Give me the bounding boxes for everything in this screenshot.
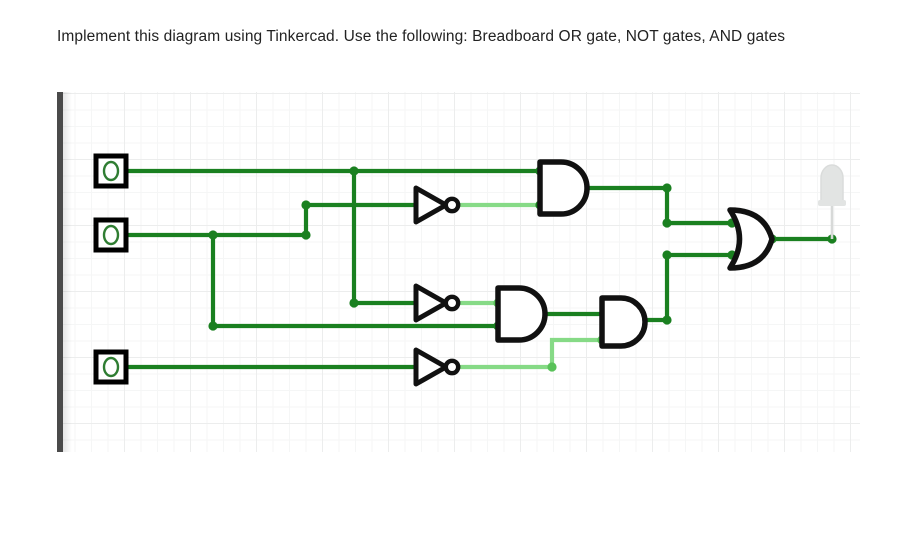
junction-dot (662, 183, 672, 193)
not-gate-bubble (443, 358, 461, 376)
and-gate-3[interactable] (599, 295, 648, 349)
not-gate-bubble (443, 294, 461, 312)
led-output[interactable] (818, 164, 846, 239)
canvas-left-rail-shadow (63, 92, 72, 452)
circuit-canvas[interactable] (57, 92, 860, 452)
switch-o-glyph (102, 356, 120, 378)
junction-dot (662, 218, 672, 228)
junction-dot (547, 362, 557, 372)
canvas-left-rail (57, 92, 63, 452)
wire-layer (117, 168, 835, 370)
led-body (820, 164, 844, 205)
junction-dot (662, 250, 672, 260)
led-flange (818, 200, 846, 206)
not-gate-2[interactable] (413, 283, 461, 323)
junction-dot (301, 200, 311, 210)
input-switch-3[interactable] (93, 349, 129, 385)
circuit-diagram (93, 153, 846, 387)
page-title: Implement this diagram using Tinkercad. … (57, 28, 786, 45)
junction-dot (208, 230, 218, 240)
and-gate-1[interactable] (537, 159, 590, 217)
grid-background (57, 92, 860, 452)
wire-and3-to-or[interactable] (640, 252, 735, 323)
wire-in1-branch-to-not2[interactable] (351, 168, 420, 306)
not-gate-bubble (443, 196, 461, 214)
not-gate-1[interactable] (413, 185, 461, 225)
input-switch-1[interactable] (93, 153, 129, 189)
switch-o-glyph (102, 224, 120, 246)
and-gate-2[interactable] (495, 285, 548, 343)
wire-in2-to-not1[interactable] (117, 202, 420, 238)
input-switch-2[interactable] (93, 217, 129, 253)
junction-dot (208, 321, 218, 331)
junction-dot (301, 230, 311, 240)
switch-o-glyph (102, 160, 120, 182)
junction-dot (349, 298, 359, 308)
wire-not3-to-and3[interactable] (455, 337, 605, 370)
or-gate-1[interactable] (727, 207, 775, 271)
junction-dot (349, 166, 359, 176)
not-gate-3[interactable] (413, 347, 461, 387)
junction-dot (662, 315, 672, 325)
wire-and1-to-or[interactable] (578, 185, 735, 226)
